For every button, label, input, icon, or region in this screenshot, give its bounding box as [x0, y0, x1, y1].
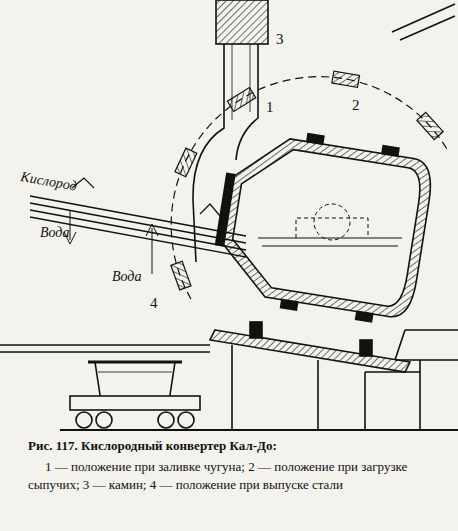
caption-legend: 1 — положение при заливке чугуна; 2 — по…	[28, 458, 440, 494]
callout-number: 4	[150, 296, 158, 311]
flow-label: Кислород	[20, 170, 78, 194]
callout-number: 2	[352, 98, 360, 113]
flow-label: Вода	[40, 226, 69, 240]
flow-label: Вода	[112, 270, 141, 284]
callout-number: 1	[266, 100, 274, 115]
figure-caption: Рис. 117. Кислородный конвертер Кал-До:	[28, 438, 443, 454]
callout-number: 3	[276, 32, 284, 47]
